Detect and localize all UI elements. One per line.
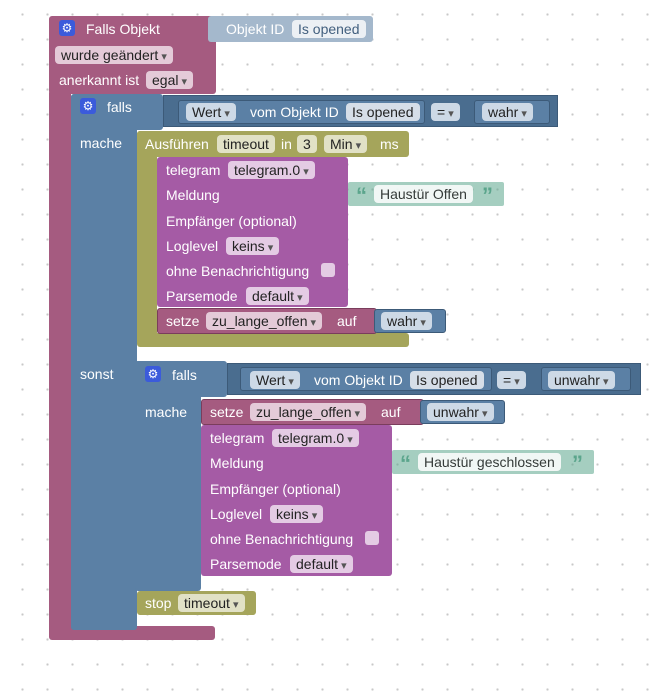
telegram1-message-label: Meldung bbox=[166, 187, 220, 203]
telegram2-message-label: Meldung bbox=[210, 455, 264, 471]
telegram1-silent-checkbox[interactable] bbox=[321, 263, 335, 277]
do1-label: mache bbox=[80, 135, 123, 151]
telegram1-loglevel-label: Loglevel bbox=[166, 238, 219, 254]
timeout-name-field[interactable]: timeout bbox=[217, 135, 275, 153]
if-block-1-bottom bbox=[71, 614, 137, 630]
timeout-in-label: in bbox=[281, 136, 292, 152]
quote-open-icon: “ bbox=[356, 183, 367, 208]
timeout-label: Ausführen bbox=[145, 136, 209, 152]
if-block-2-arm bbox=[135, 361, 201, 591]
telegram2-silent-label: ohne Benachrichtigung bbox=[210, 531, 354, 547]
object-field-2[interactable]: Is opened bbox=[410, 371, 484, 389]
telegram2-recipient-label: Empfänger (optional) bbox=[210, 481, 341, 497]
telegram1-instance-dropdown[interactable]: telegram.0 bbox=[228, 161, 315, 179]
telegram2-loglevel-dropdown[interactable]: keins bbox=[270, 505, 324, 523]
gear-icon[interactable]: ⚙ bbox=[59, 20, 75, 36]
stop-name-dropdown[interactable]: timeout bbox=[178, 594, 245, 612]
if-block-1-arm bbox=[71, 94, 137, 630]
trigger-c-arm bbox=[49, 90, 71, 638]
timeout-ms-label: ms bbox=[380, 136, 399, 152]
message-text-field-1[interactable]: Haustür Offen bbox=[374, 185, 473, 203]
telegram1-recipient-label: Empfänger (optional) bbox=[166, 213, 297, 229]
telegram1-parsemode-label: Parsemode bbox=[166, 288, 238, 304]
do2-label: mache bbox=[145, 404, 188, 420]
quote-open-icon: “ bbox=[400, 451, 411, 476]
bool-dropdown-2[interactable]: unwahr bbox=[548, 371, 615, 389]
bool-dropdown-1[interactable]: wahr bbox=[482, 103, 533, 121]
telegram2-loglevel-label: Loglevel bbox=[210, 506, 263, 522]
set1-value-dropdown[interactable]: wahr bbox=[381, 312, 432, 330]
timeout-arm bbox=[137, 131, 157, 345]
set2-label: setze bbox=[210, 404, 244, 420]
set1-to-label: auf bbox=[337, 313, 357, 329]
gear-icon[interactable]: ⚙ bbox=[145, 366, 161, 382]
operator-dropdown-1[interactable]: = bbox=[431, 103, 460, 121]
quote-close-icon: ” bbox=[482, 183, 493, 208]
else1-label: sonst bbox=[80, 366, 114, 382]
if1-label: falls bbox=[107, 99, 132, 115]
gear-icon[interactable]: ⚙ bbox=[80, 98, 96, 114]
telegram2-parsemode-dropdown[interactable]: default bbox=[290, 555, 353, 573]
telegram-block-1[interactable] bbox=[157, 157, 348, 307]
operator-dropdown-2[interactable]: = bbox=[497, 371, 526, 389]
telegram2-parsemode-label: Parsemode bbox=[210, 556, 282, 572]
telegram2-silent-checkbox[interactable] bbox=[365, 531, 379, 545]
set1-variable-dropdown[interactable]: zu_lange_offen bbox=[206, 312, 323, 330]
timeout-value-field[interactable]: 3 bbox=[297, 135, 317, 153]
object-id-label: Objekt ID bbox=[226, 21, 285, 37]
set1-label: setze bbox=[166, 313, 200, 329]
set2-to-label: auf bbox=[381, 404, 401, 420]
trigger-title: Falls Objekt bbox=[86, 21, 160, 37]
telegram2-instance-dropdown[interactable]: telegram.0 bbox=[272, 429, 359, 447]
of-object-label-1: vom Objekt ID bbox=[250, 104, 339, 120]
object-field-1[interactable]: Is opened bbox=[346, 103, 420, 121]
set2-value-dropdown[interactable]: unwahr bbox=[427, 403, 494, 421]
prop-dropdown-2[interactable]: Wert bbox=[250, 371, 300, 389]
timeout-bottom bbox=[137, 333, 409, 347]
telegram2-label: telegram bbox=[210, 430, 265, 446]
telegram1-label: telegram bbox=[166, 162, 221, 178]
telegram1-silent-label: ohne Benachrichtigung bbox=[166, 263, 310, 279]
message-text-field-2[interactable]: Haustür geschlossen bbox=[418, 453, 561, 471]
stop-label: stop bbox=[145, 595, 172, 611]
prop-dropdown-1[interactable]: Wert bbox=[186, 103, 236, 121]
if2-label: falls bbox=[172, 367, 197, 383]
telegram1-loglevel-dropdown[interactable]: keins bbox=[226, 237, 280, 255]
of-object-label-2: vom Objekt ID bbox=[314, 372, 403, 388]
set2-variable-dropdown[interactable]: zu_lange_offen bbox=[250, 403, 367, 421]
ack-dropdown[interactable]: egal bbox=[146, 71, 194, 89]
change-dropdown[interactable]: wurde geändert bbox=[55, 46, 173, 64]
quote-close-icon: ” bbox=[572, 451, 583, 476]
telegram1-parsemode-dropdown[interactable]: default bbox=[246, 287, 309, 305]
ack-label: anerkannt ist bbox=[59, 72, 140, 88]
timeout-unit-dropdown[interactable]: Min bbox=[324, 135, 368, 153]
telegram-block-2[interactable] bbox=[201, 425, 392, 576]
object-id-field[interactable]: Is opened bbox=[292, 20, 366, 38]
